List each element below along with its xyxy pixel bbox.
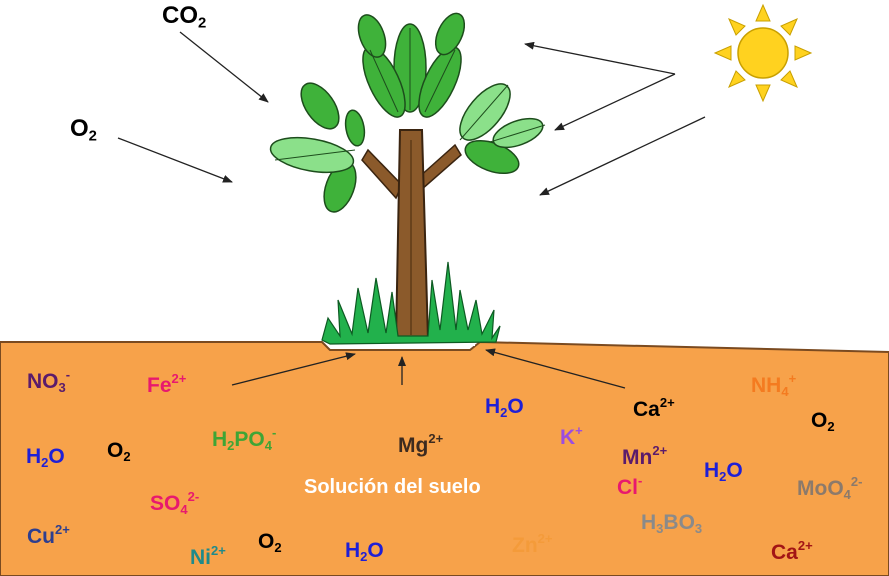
o2-arrow xyxy=(117,137,233,183)
ion-o2: O2 xyxy=(107,439,131,464)
ion-cl: Cl- xyxy=(617,473,643,500)
sunlight-arrows xyxy=(524,41,706,196)
o2-label: O2 xyxy=(70,115,97,145)
ion-h2o: H2O xyxy=(345,539,384,564)
ion-h2o: H2O xyxy=(485,395,524,420)
ion-h2po4: H2PO4- xyxy=(212,425,277,453)
ion-zn: Zn2+ xyxy=(512,531,553,558)
ion-h2o: H2O xyxy=(704,459,743,484)
ion-cu: Cu2+ xyxy=(27,522,70,549)
tree-branch-left xyxy=(361,148,403,200)
ion-mg: Mg2+ xyxy=(398,431,444,458)
sun-icon xyxy=(713,3,813,103)
grass-tuft xyxy=(321,261,501,345)
ion-fe: Fe2+ xyxy=(147,371,187,398)
ion-ca: Ca2+ xyxy=(633,395,675,422)
co2-arrow xyxy=(179,31,269,103)
nutrient-uptake-arrows xyxy=(231,348,626,389)
ion-moo4: MoO42- xyxy=(797,474,863,502)
ion-o2: O2 xyxy=(258,530,282,555)
ion-ni: Ni2+ xyxy=(190,543,226,570)
soil-solution-label: Solución del suelo xyxy=(304,476,481,498)
tree xyxy=(269,12,546,341)
co2-label: CO2 xyxy=(162,2,207,32)
ion-ca: Ca2+ xyxy=(771,538,813,565)
ion-mn: Mn2+ xyxy=(622,443,668,470)
tree-trunk xyxy=(394,129,430,341)
ion-nh4: NH4+ xyxy=(751,371,797,399)
ion-no3: NO3- xyxy=(27,367,71,395)
ion-h2o: H2O xyxy=(26,445,65,470)
ion-so4: SO42- xyxy=(150,489,200,517)
ion-h3bo3: H3BO3 xyxy=(641,511,703,536)
ion-k: K+ xyxy=(560,423,583,450)
ion-o2: O2 xyxy=(811,409,835,434)
